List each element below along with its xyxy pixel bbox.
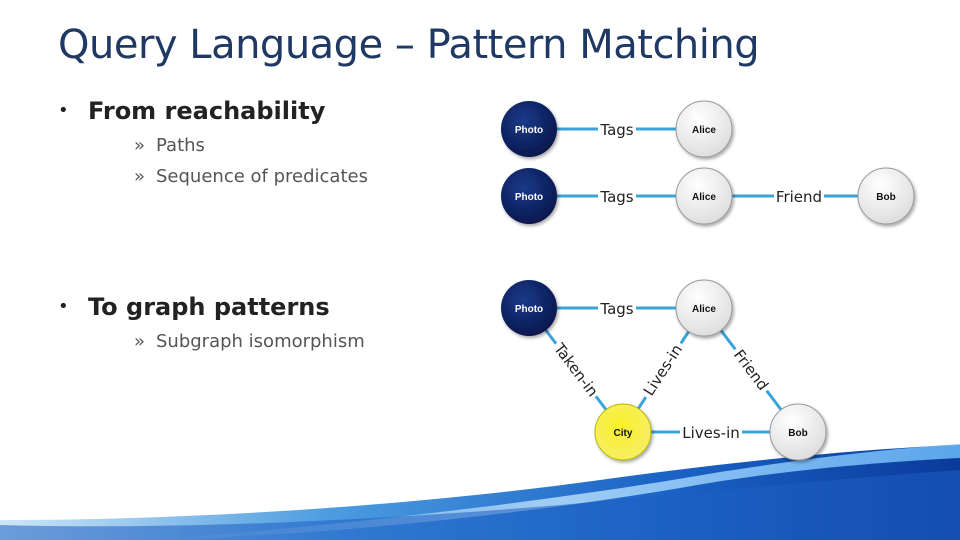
sub-bullet-marker: » [134, 331, 146, 352]
node-label-alice: Alice [692, 192, 716, 203]
node-bob [769, 403, 827, 461]
edge-label-bg [636, 337, 688, 402]
node-photo [501, 280, 557, 336]
sub-bullet-subgraph: »Subgraph isomorphism [134, 331, 365, 352]
slide-title: Query Language – Pattern Matching [58, 22, 760, 68]
bullet-to-graph-patterns: •To graph patterns [58, 293, 330, 321]
node-bob [857, 167, 915, 225]
edge-label-bg [598, 119, 636, 139]
graph-pattern-subgraph: Tags Taken-in Lives-in Friend Lives-in P… [501, 279, 827, 461]
node-label-bob: Bob [876, 192, 895, 203]
node-alice [675, 279, 733, 337]
edge-label-taken-in: Taken-in [550, 339, 602, 400]
edge-label-bg [598, 298, 636, 318]
bullet-marker: • [58, 100, 69, 121]
edge-label-bg [598, 186, 636, 206]
edge-label-bg [680, 422, 742, 442]
sub-bullet-marker: » [134, 135, 146, 156]
graph-photo-tags-alice: Tags Photo Alice [501, 100, 733, 158]
bullet-from-reachability: •From reachability [58, 97, 326, 125]
node-alice [675, 167, 733, 225]
sub-bullet-sequence: »Sequence of predicates [134, 166, 368, 187]
node-label-alice: Alice [692, 304, 716, 315]
edge-label-bg [548, 337, 605, 402]
graph-photo-tags-alice-friend-bob: Tags Friend Photo Alice Bob [501, 167, 915, 225]
sub-bullet-marker: » [134, 166, 146, 187]
node-label-photo: Photo [515, 304, 543, 315]
node-label-alice: Alice [692, 125, 716, 136]
node-photo [501, 101, 557, 157]
edge-label-tags: Tags [599, 300, 633, 318]
edge-label-bg [774, 186, 824, 206]
node-city [594, 403, 652, 461]
sub-bullet-paths: »Paths [134, 135, 205, 156]
edge-label-tags: Tags [599, 121, 633, 139]
bullet-marker: • [58, 296, 69, 317]
node-label-bob: Bob [788, 428, 807, 439]
edge-label-lives-in: Lives-in [682, 424, 740, 442]
edge-label-lives-in: Lives-in [640, 341, 686, 399]
node-alice [675, 100, 733, 158]
edge-label-friend: Friend [776, 188, 822, 206]
edge-label-tags: Tags [599, 188, 633, 206]
node-photo [501, 168, 557, 224]
node-label-city: City [614, 428, 633, 439]
node-label-photo: Photo [515, 125, 543, 136]
node-label-photo: Photo [515, 192, 543, 203]
edge-label-bg [728, 342, 776, 397]
